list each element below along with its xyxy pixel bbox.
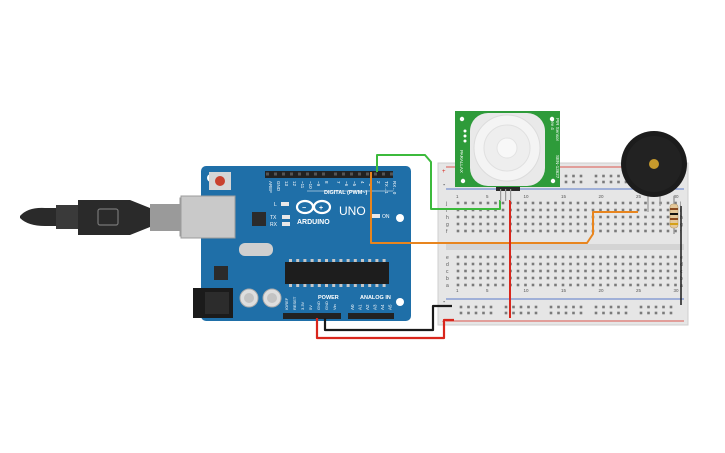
row-letter: e: [446, 255, 449, 261]
digital-pin-label: TX→1: [384, 181, 389, 194]
digital-pin-label: 8: [324, 181, 329, 184]
arduino-model-label: UNO: [339, 204, 366, 218]
row-letter: a: [446, 283, 449, 289]
row-letter: b: [446, 276, 449, 282]
digital-pin-label: ~9: [316, 181, 321, 187]
digital-pin-label: GND: [276, 181, 281, 192]
power-pin-label: 3.3V: [300, 301, 305, 310]
row-letter: c: [446, 269, 449, 275]
on-led-label: ON: [382, 214, 390, 220]
digital-pin-label: 2: [376, 181, 381, 184]
power-pin-label: GND: [324, 301, 329, 310]
pir-label-2: Rev 4: [550, 118, 555, 130]
digital-pin-label: AREF: [268, 181, 273, 193]
infinity-logo-icon: − +: [295, 199, 332, 215]
tx-led-label: TX: [270, 215, 277, 221]
l-led-label: L: [274, 202, 277, 208]
digital-pin-label: ~11: [300, 181, 305, 189]
wires: [315, 154, 682, 340]
digital-pin-label: RX←0: [392, 181, 397, 195]
row-letter: h: [446, 215, 449, 221]
analog-pin-label: A2: [365, 304, 370, 310]
analog-header[interactable]: [348, 313, 394, 319]
power-pin-label: 5V: [308, 305, 313, 310]
row-letter: i: [446, 208, 447, 214]
center-channel: [446, 244, 684, 250]
row-letter: j: [679, 201, 681, 207]
digital-pin-label: ~5: [352, 181, 357, 187]
pir-sensor[interactable]: PIR Sensor Rev 4 SEN-13627 PARALLAX: [455, 111, 560, 201]
column-number: 1: [456, 194, 459, 199]
rx-led-label: RX: [270, 222, 278, 228]
analog-pin-label: A3: [373, 304, 378, 310]
wire-signal-green: [376, 154, 501, 210]
pir-label-4: PARALLAX: [459, 150, 464, 173]
digital-pin-label: ~10: [308, 181, 313, 189]
arduino-brand-label: ARDUINO: [297, 219, 330, 226]
microcontroller-chip: [285, 262, 389, 284]
wire-buzzer-orange: [370, 172, 638, 244]
analog-in-label: ANALOG IN: [360, 295, 391, 301]
digital-pin-label: ~6: [344, 181, 349, 187]
column-number: 1: [456, 288, 459, 293]
column-number: 5: [486, 194, 489, 199]
digital-pin-label: 12: [292, 181, 297, 187]
column-number: 30: [674, 288, 680, 293]
wire-5v-red: [315, 318, 454, 340]
buzzer-icon[interactable]: [621, 131, 687, 212]
power-label: POWER: [318, 295, 339, 301]
analog-pin-label: A5: [388, 304, 393, 310]
digital-pin-label: 4: [360, 181, 365, 184]
power-header[interactable]: [283, 313, 341, 319]
power-pin-label: Vin: [332, 304, 337, 310]
column-number: 10: [524, 288, 530, 293]
row-letter: d: [446, 262, 449, 268]
resistor-icon[interactable]: [669, 196, 679, 234]
rail-minus-label: -: [443, 182, 446, 189]
analog-pin-label: A1: [358, 304, 363, 310]
column-number: 5: [486, 288, 489, 293]
row-letter: g: [446, 222, 449, 228]
column-number: 20: [599, 194, 605, 199]
column-number: 15: [561, 194, 567, 199]
svg-text:+: +: [319, 205, 323, 212]
digital-pin-label: 13: [284, 181, 289, 187]
rail-minus-label-bottom: -: [443, 299, 446, 306]
column-number: 30: [674, 194, 680, 199]
column-number: 25: [636, 288, 642, 293]
row-letter: j: [445, 201, 447, 207]
pir-label-1: PIR Sensor: [555, 118, 560, 142]
rail-plus-label: +: [442, 169, 446, 175]
pir-label-3: SEN-13627: [555, 155, 560, 179]
column-number: 15: [561, 288, 567, 293]
power-pin-label: GND: [316, 301, 321, 310]
power-pin-label: RESET: [292, 296, 297, 310]
analog-pin-label: A0: [350, 304, 355, 310]
wire-gnd-black: [323, 304, 452, 332]
row-letter: f: [446, 229, 448, 235]
digital-pin-label: 7: [336, 181, 341, 184]
analog-pin-label: A4: [380, 304, 385, 310]
column-number: 25: [636, 194, 642, 199]
column-number: 20: [599, 288, 605, 293]
power-pin-label: IOREF: [284, 297, 289, 310]
column-number: 10: [524, 194, 530, 199]
svg-text:−: −: [302, 205, 306, 212]
digital-header[interactable]: [265, 171, 393, 178]
digital-header-label: DIGITAL (PWM~): [324, 190, 368, 196]
